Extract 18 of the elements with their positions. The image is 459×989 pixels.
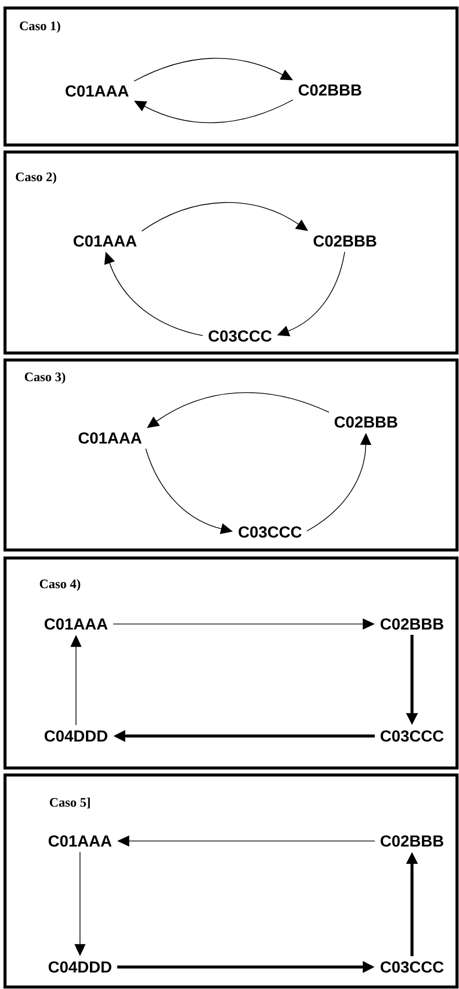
arrow <box>134 99 294 124</box>
code-label: C01AAA <box>48 835 112 847</box>
code-label: C03CCC <box>238 526 302 538</box>
code-label: C01AAA <box>78 432 142 444</box>
code-label: C01AAA <box>74 235 137 247</box>
code-label: C02BBB <box>314 235 376 247</box>
code-label: C02BBB <box>380 835 444 847</box>
code-label: C04DDD <box>48 961 112 973</box>
code-label: C02BBB <box>380 618 444 630</box>
code-label: C01AAA <box>66 85 129 97</box>
code-label: C04DDD <box>44 730 108 742</box>
code-label: C01AAA <box>44 618 108 630</box>
code-label: C03CCC <box>380 961 444 973</box>
code-label: C03CCC <box>208 330 272 342</box>
code-label: C02BBB <box>334 416 398 428</box>
arrow <box>134 58 293 82</box>
code-label: C03CCC <box>380 730 444 742</box>
code-label: C02BBB <box>298 84 362 96</box>
